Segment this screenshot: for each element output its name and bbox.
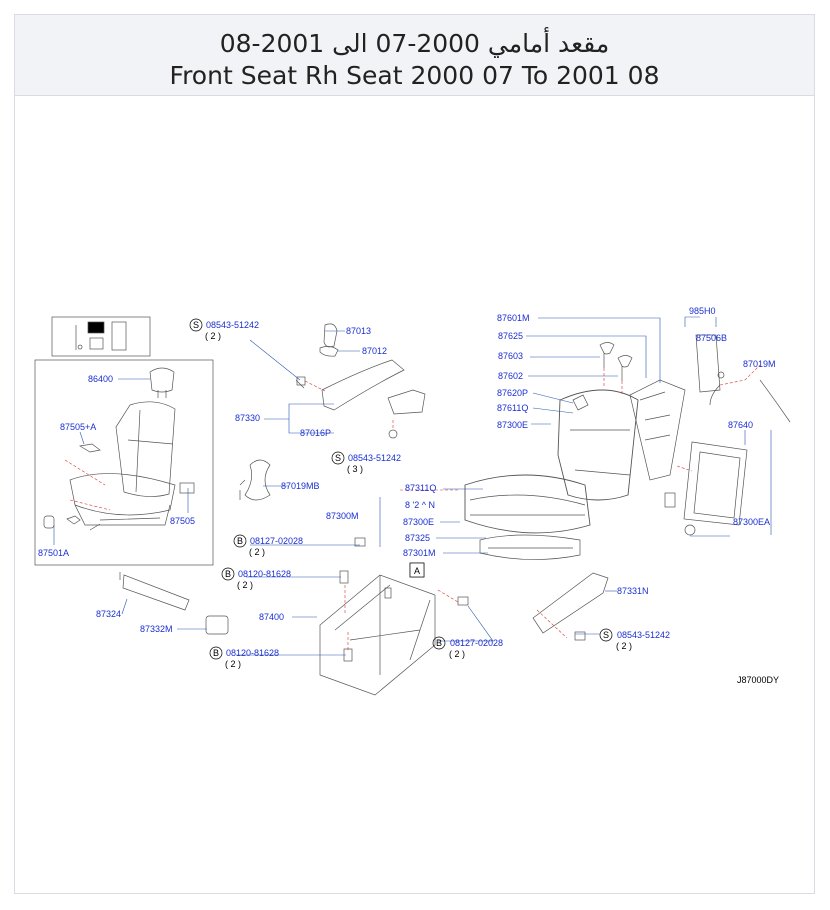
svg-text:S: S [193,320,199,330]
svg-text:08120-81628: 08120-81628 [238,569,291,579]
label-87019m[interactable]: 87019M [743,359,776,369]
label-87400[interactable]: 87400 [259,612,284,622]
label-87325[interactable]: 87325 [405,533,430,543]
label-87506b[interactable]: 87506B [696,333,727,343]
label-87330[interactable]: 87330 [235,413,260,423]
label-87505[interactable]: 87505 [170,516,195,526]
label-87300e-back[interactable]: 87300E [497,420,528,430]
svg-text:( 3 ): ( 3 ) [347,464,363,474]
label-87013[interactable]: 87013 [346,326,371,336]
knob-icon [43,515,55,529]
label-87300e[interactable]: 87300E [403,517,434,527]
label-87301m[interactable]: 87301M [403,548,436,558]
label-86400[interactable]: 86400 [88,374,113,384]
svg-text:B: B [436,638,442,648]
label-87300n[interactable]: 8 '2 ^ N [405,500,435,510]
label-87332m[interactable]: 87332M [140,624,173,634]
svg-text:S: S [603,630,609,640]
svg-text:S: S [335,453,341,463]
diagram-frame [14,14,815,894]
svg-text:( 2 ): ( 2 ) [449,649,465,659]
fastener-5[interactable]: B 08120-81628 ( 2 ) [209,646,279,669]
label-985h0[interactable]: 985H0 [689,306,716,316]
title-english: Front Seat Rh Seat 2000 07 To 2001 08 [169,61,660,90]
svg-text:08543-51242: 08543-51242 [206,320,259,330]
label-87501a[interactable]: 87501A [38,548,69,558]
label-87602[interactable]: 87602 [498,371,523,381]
label-87640[interactable]: 87640 [728,420,753,430]
fastener-3[interactable]: B 08127-02028 ( 2 ) [233,534,303,557]
label-87324[interactable]: 87324 [96,609,121,619]
fastener-2[interactable]: S 08543-51242 ( 3 ) [331,451,401,474]
inset-thumbnail [51,316,151,357]
fastener-1[interactable]: S 08543-51242 ( 2 ) [189,318,259,341]
fastener-7[interactable]: S 08543-51242 ( 2 ) [599,628,670,651]
label-87300m[interactable]: 87300M [326,511,359,521]
view-marker-a: A [409,562,425,578]
svg-text:B: B [237,536,243,546]
assembly-box [34,359,214,566]
label-87601m[interactable]: 87601M [497,313,530,323]
svg-text:A: A [414,566,420,576]
title-arabic: مقعد أمامي 2000-07 الى 2001-08 [219,29,610,58]
label-87603[interactable]: 87603 [498,351,523,361]
label-87311q[interactable]: 87311Q [405,483,436,493]
label-87625[interactable]: 87625 [498,331,523,341]
svg-text:( 2 ): ( 2 ) [205,331,221,341]
fastener-4[interactable]: B 08120-81628 ( 2 ) [221,567,291,590]
label-87016p[interactable]: 87016P [300,428,331,438]
label-87620p[interactable]: 87620P [497,388,528,398]
label-87300ea[interactable]: 87300EA [733,517,770,527]
label-87019mb[interactable]: 87019MB [281,481,320,491]
svg-text:08543-51242: 08543-51242 [617,630,670,640]
svg-text:B: B [225,569,231,579]
label-87012[interactable]: 87012 [362,346,387,356]
svg-text:08127-02028: 08127-02028 [250,536,303,546]
svg-text:( 2 ): ( 2 ) [237,580,253,590]
svg-text:08127-02028: 08127-02028 [450,638,503,648]
page-header: مقعد أمامي 2000-07 الى 2001-08 Front Sea… [14,14,815,96]
svg-text:08543-51242: 08543-51242 [348,453,401,463]
svg-text:( 2 ): ( 2 ) [225,659,241,669]
label-87611q[interactable]: 87611Q [497,403,528,413]
fastener-6[interactable]: B 08127-02028 ( 2 ) [432,636,503,659]
diagram-code: J87000DY [737,675,779,685]
svg-text:08120-81628: 08120-81628 [226,648,279,658]
svg-text:B: B [213,648,219,658]
label-87505a[interactable]: 87505+A [60,422,96,432]
svg-text:( 2 ): ( 2 ) [249,547,265,557]
svg-text:( 2 ): ( 2 ) [616,641,632,651]
label-87331n[interactable]: 87331N [617,586,649,596]
